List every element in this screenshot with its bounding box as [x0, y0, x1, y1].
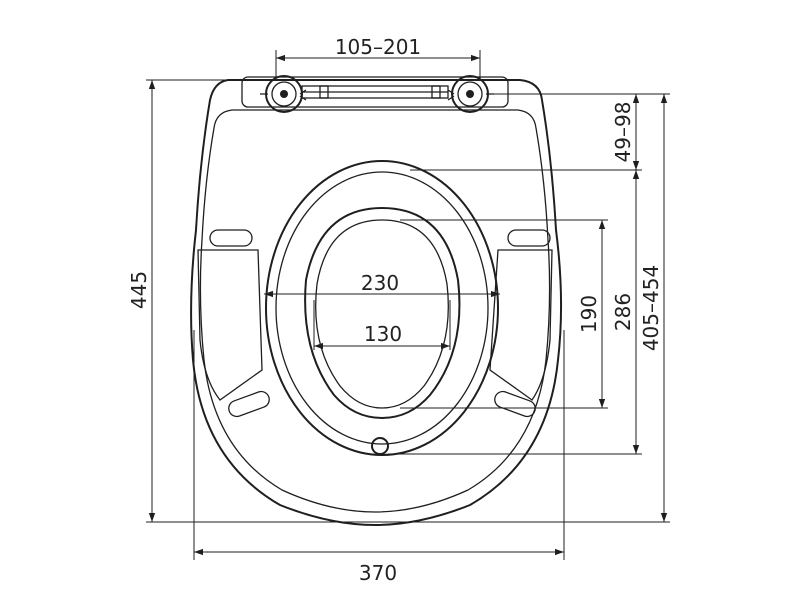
label-opening-width: 130: [364, 322, 402, 346]
front-hole: [371, 437, 389, 455]
bowl-opening-inner: [315, 219, 449, 409]
label-width: 370: [359, 561, 397, 585]
hinge-knob-left-icon: [260, 75, 307, 113]
hinge-knob-right-icon: [447, 75, 494, 113]
buffer-top-left: [209, 229, 253, 247]
label-hinge-offset: 49–98: [611, 102, 635, 163]
hinge-plate: [241, 76, 509, 108]
buffers: [197, 229, 553, 418]
dimension-lines: [146, 50, 670, 560]
hinge-clip-right: [431, 85, 441, 99]
seat-outer-contour: [190, 79, 563, 527]
ring-outer-edge: [275, 171, 489, 445]
seat-ring: [265, 160, 499, 456]
side-panel-left: [197, 249, 263, 401]
label-total-length: 445: [127, 271, 151, 309]
hinge-assembly: [241, 75, 509, 113]
label-inner-width: 230: [361, 271, 399, 295]
buffer-bottom-right: [494, 390, 536, 418]
seat-outline: [190, 79, 563, 527]
buffer-bottom-left: [228, 390, 270, 418]
side-panel-right: [489, 249, 553, 401]
label-hinge-to-front: 405–454: [639, 265, 663, 351]
label-hole-distance: 286: [611, 293, 635, 331]
label-opening-length: 190: [577, 295, 601, 333]
buffer-top-right: [507, 229, 551, 247]
label-hinge-spacing: 105–201: [335, 35, 421, 59]
hinge-clip-left: [319, 85, 329, 99]
bowl-opening-outer: [304, 206, 461, 420]
ring-outer: [265, 160, 499, 456]
dimension-labels: 105–201 230 130 370 445 190 286 49–98 40…: [127, 35, 663, 585]
